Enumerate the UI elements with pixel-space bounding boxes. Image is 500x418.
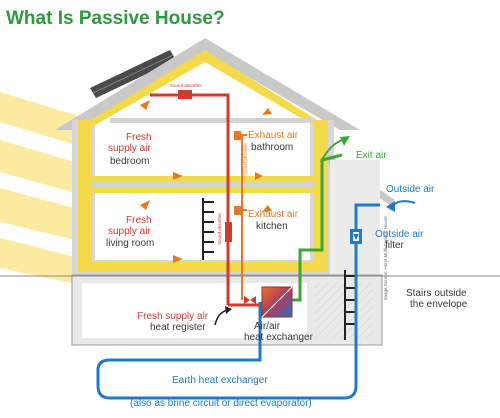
exhaust-air-ducts <box>241 134 247 300</box>
bathroom-label: bathroom <box>251 142 293 153</box>
valve-cluster <box>244 296 256 304</box>
sound-absorber-top-box <box>178 90 192 99</box>
outside-air-filter-label: Outside air filter <box>375 229 426 251</box>
heat-register-arrowhead <box>225 306 232 314</box>
floor-slab <box>92 181 314 188</box>
attic-floor <box>110 118 314 123</box>
exhaust-valve-mid <box>234 206 241 215</box>
sound-absorber-label-mid: Sound absorber <box>217 212 222 245</box>
outside-air-arrowhead <box>386 201 395 212</box>
arrow-icon <box>140 100 272 263</box>
page-title: What Is Passive House? <box>6 8 225 29</box>
fresh-supply-heat-label: Fresh supply air heat register <box>137 306 213 333</box>
earth-heat-exchanger-pipe <box>96 215 358 400</box>
earth-hx-label: Earth heat exchanger <box>172 375 268 386</box>
exhaust-kitchen-label: Exhaust air <box>248 209 299 220</box>
living-room-label: living room <box>106 238 154 249</box>
fresh-supply-bedroom-label: Fresh supply air <box>108 132 154 154</box>
heat-exchanger-icon <box>261 286 293 318</box>
interior-stairs <box>202 198 214 260</box>
air-air-hx-label: Air/air heat exchanger <box>244 321 314 343</box>
outside-air-label: Outside air <box>386 184 435 195</box>
exhaust-bathroom-label: Exhaust air <box>248 130 299 141</box>
fresh-supply-living-label: Fresh supply air <box>108 215 154 237</box>
sound-absorber-label-top: Sound absorber <box>170 83 203 88</box>
exit-air-arrow <box>321 139 343 161</box>
solar-panel <box>90 50 176 98</box>
exit-air-arrowhead <box>340 136 350 146</box>
exhaust-valve-top <box>234 131 241 140</box>
sound-absorber-label-left: Sound absorber <box>243 142 248 175</box>
exit-air-label: Exit air <box>356 150 387 161</box>
brine-note-label: (also as brine circuit or direct evapora… <box>130 398 312 409</box>
stairs-outside-label: Stairs outside the envelope <box>406 288 469 310</box>
bedroom-label: bedroom <box>110 156 149 167</box>
image-source: Image Source: Horst Multi-Comfort House <box>383 216 388 300</box>
kitchen-label: kitchen <box>256 221 288 232</box>
filter-icon <box>350 229 362 244</box>
outside-air-duct <box>354 203 380 215</box>
outside-air-arrow <box>391 200 416 207</box>
sound-absorber-mid-box <box>225 222 232 242</box>
exterior-stairs <box>344 270 356 340</box>
exit-air-duct <box>275 153 343 302</box>
